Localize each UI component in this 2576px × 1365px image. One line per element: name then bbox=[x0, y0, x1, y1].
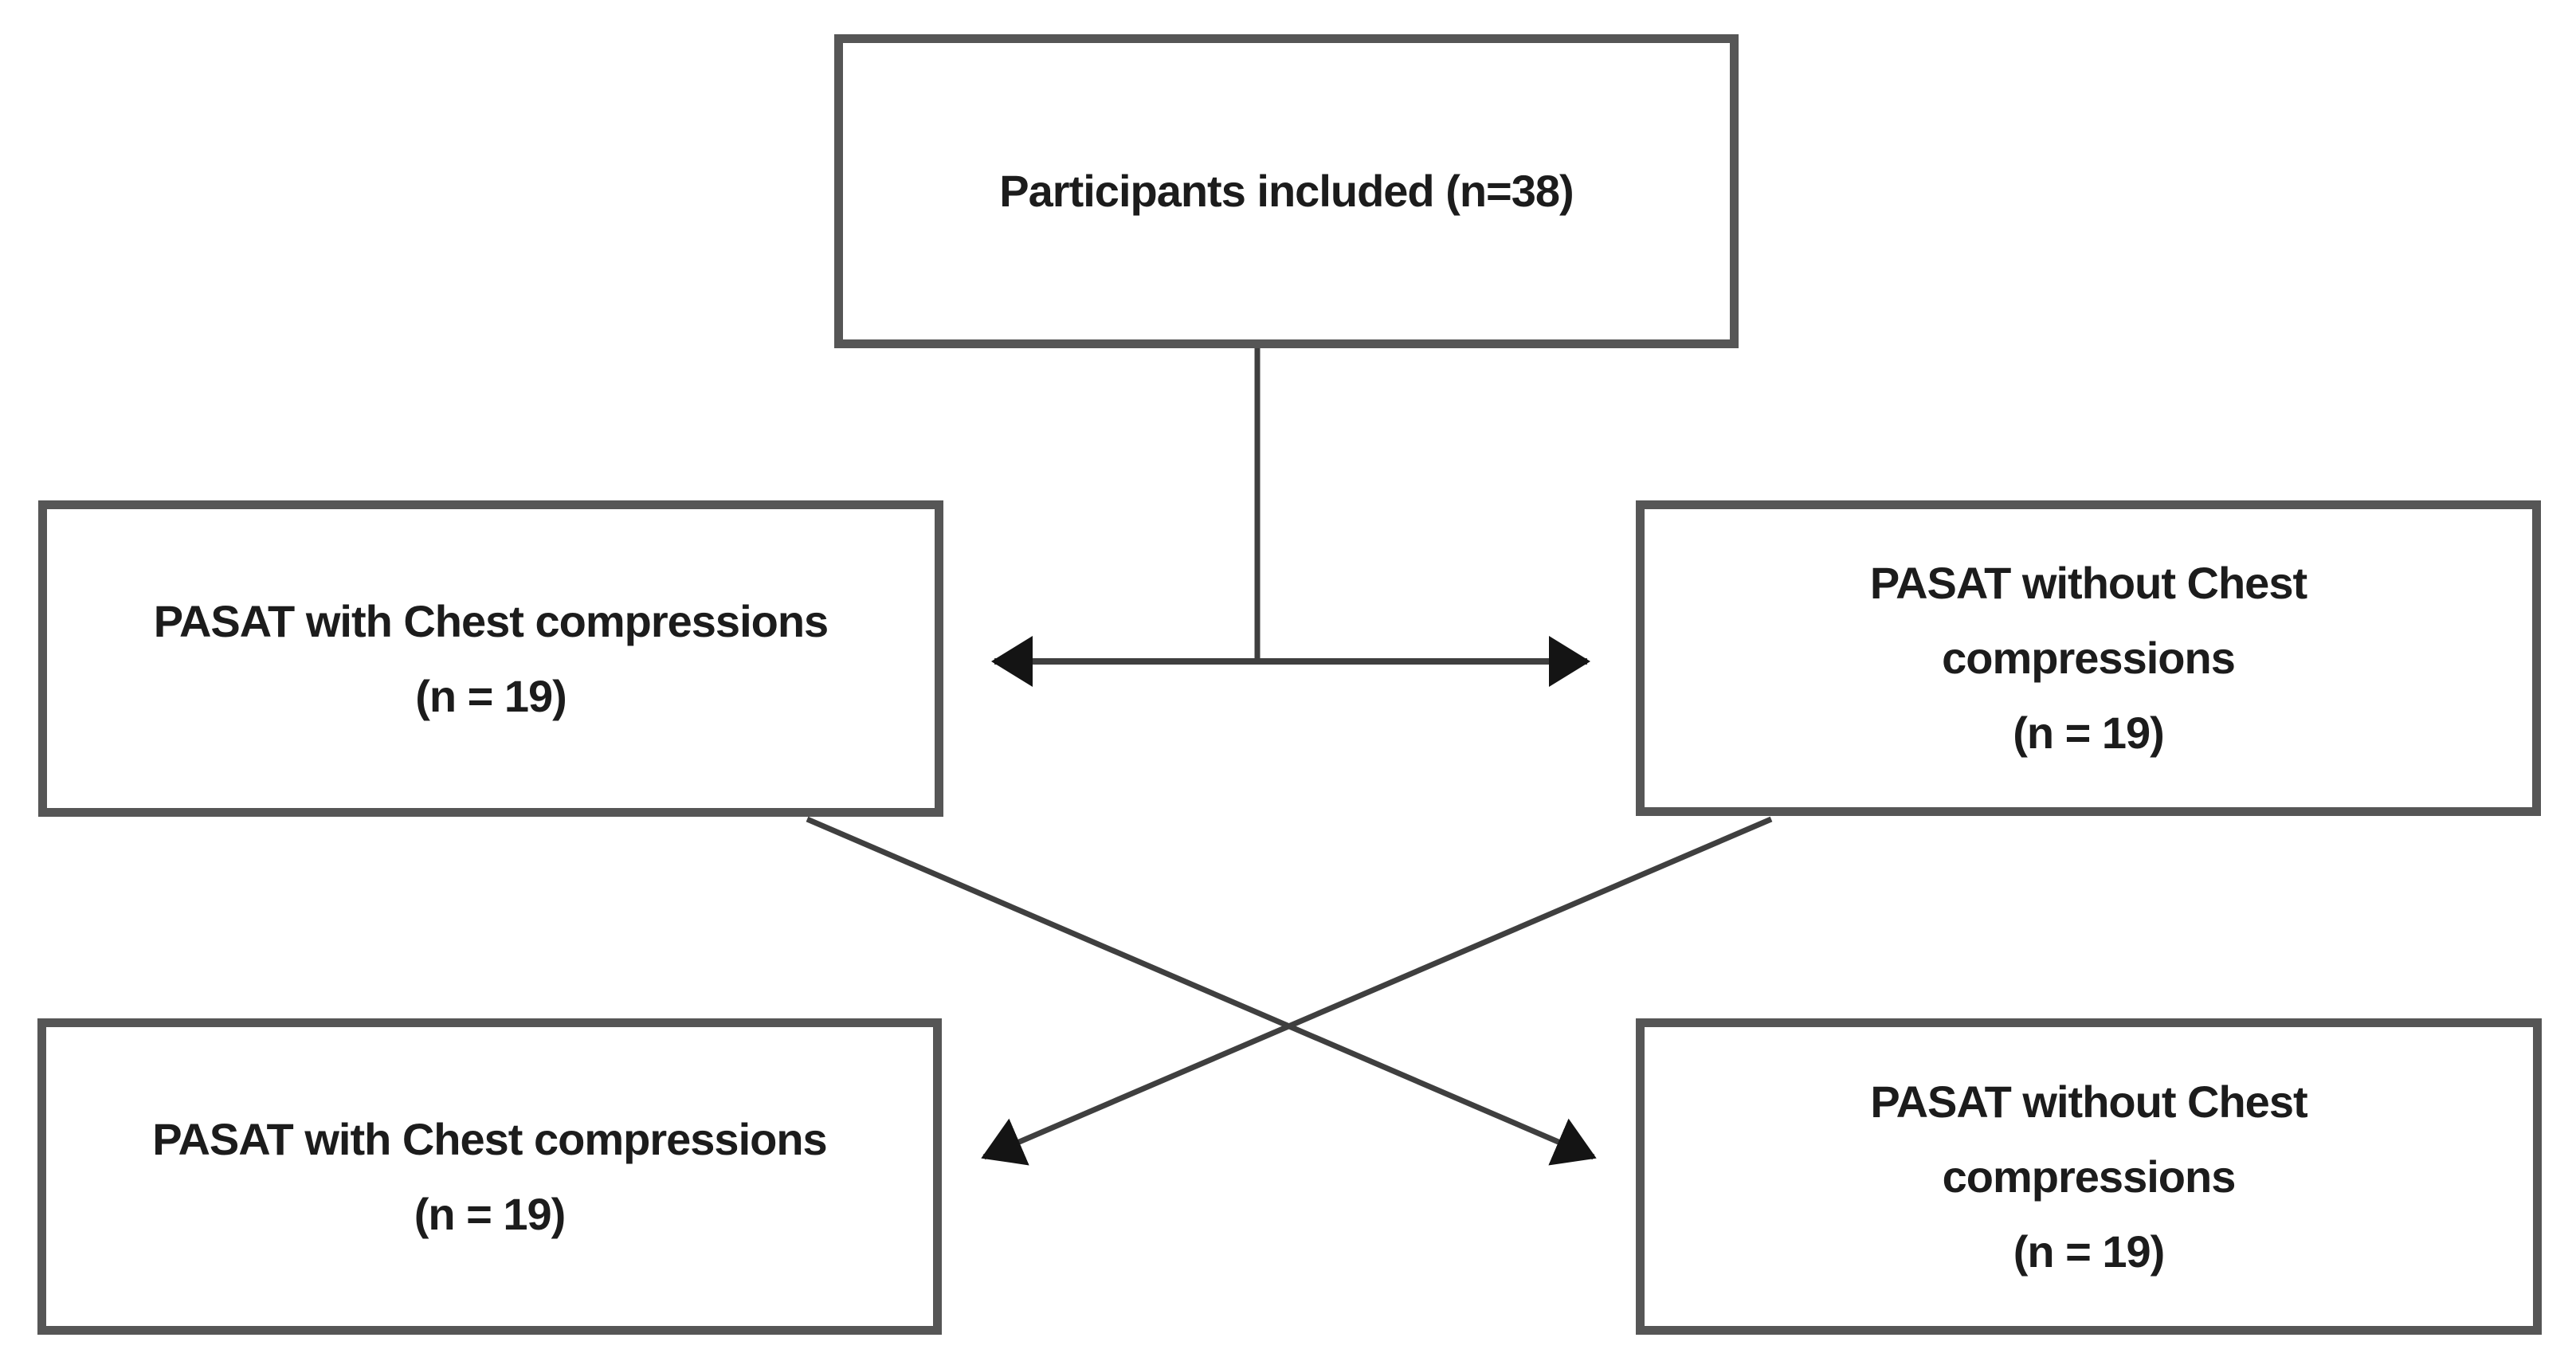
flow-node-label-line: (n = 19) bbox=[2013, 1226, 2166, 1277]
flow-node-pasat-without-compressions-first: PASAT without Chest compressions (n = 19… bbox=[1636, 500, 2541, 816]
flow-node-participants-included: Participants included (n=38) bbox=[834, 34, 1739, 348]
crossover-arrow-right-to-left bbox=[981, 816, 1773, 1166]
flow-node-label-line: (n = 19) bbox=[2013, 708, 2165, 758]
flow-node-label-line: compressions bbox=[1942, 1151, 2237, 1202]
flow-node-pasat-without-compressions-second: PASAT without Chest compressions (n = 19… bbox=[1636, 1018, 2542, 1335]
flow-node-label-line: PASAT with Chest compressions bbox=[153, 595, 829, 646]
flow-node-label-line: Participants included (n=38) bbox=[999, 166, 1574, 216]
flow-node-label-line: PASAT with Chest compressions bbox=[152, 1113, 827, 1164]
flow-node-label-line: PASAT without Chest bbox=[1869, 558, 2307, 608]
crossover-arrow-left-to-right bbox=[806, 816, 1597, 1166]
flow-node-pasat-with-compressions-first: PASAT with Chest compressions (n = 19) bbox=[38, 500, 943, 817]
flow-node-pasat-with-compressions-second: PASAT with Chest compressions (n = 19) bbox=[37, 1018, 942, 1335]
flow-node-label-line: PASAT without Chest bbox=[1870, 1076, 2307, 1127]
flow-node-label-line: (n = 19) bbox=[414, 1188, 567, 1239]
flow-node-label-line: compressions bbox=[1942, 633, 2236, 683]
flow-node-label-line: (n = 19) bbox=[415, 670, 567, 721]
